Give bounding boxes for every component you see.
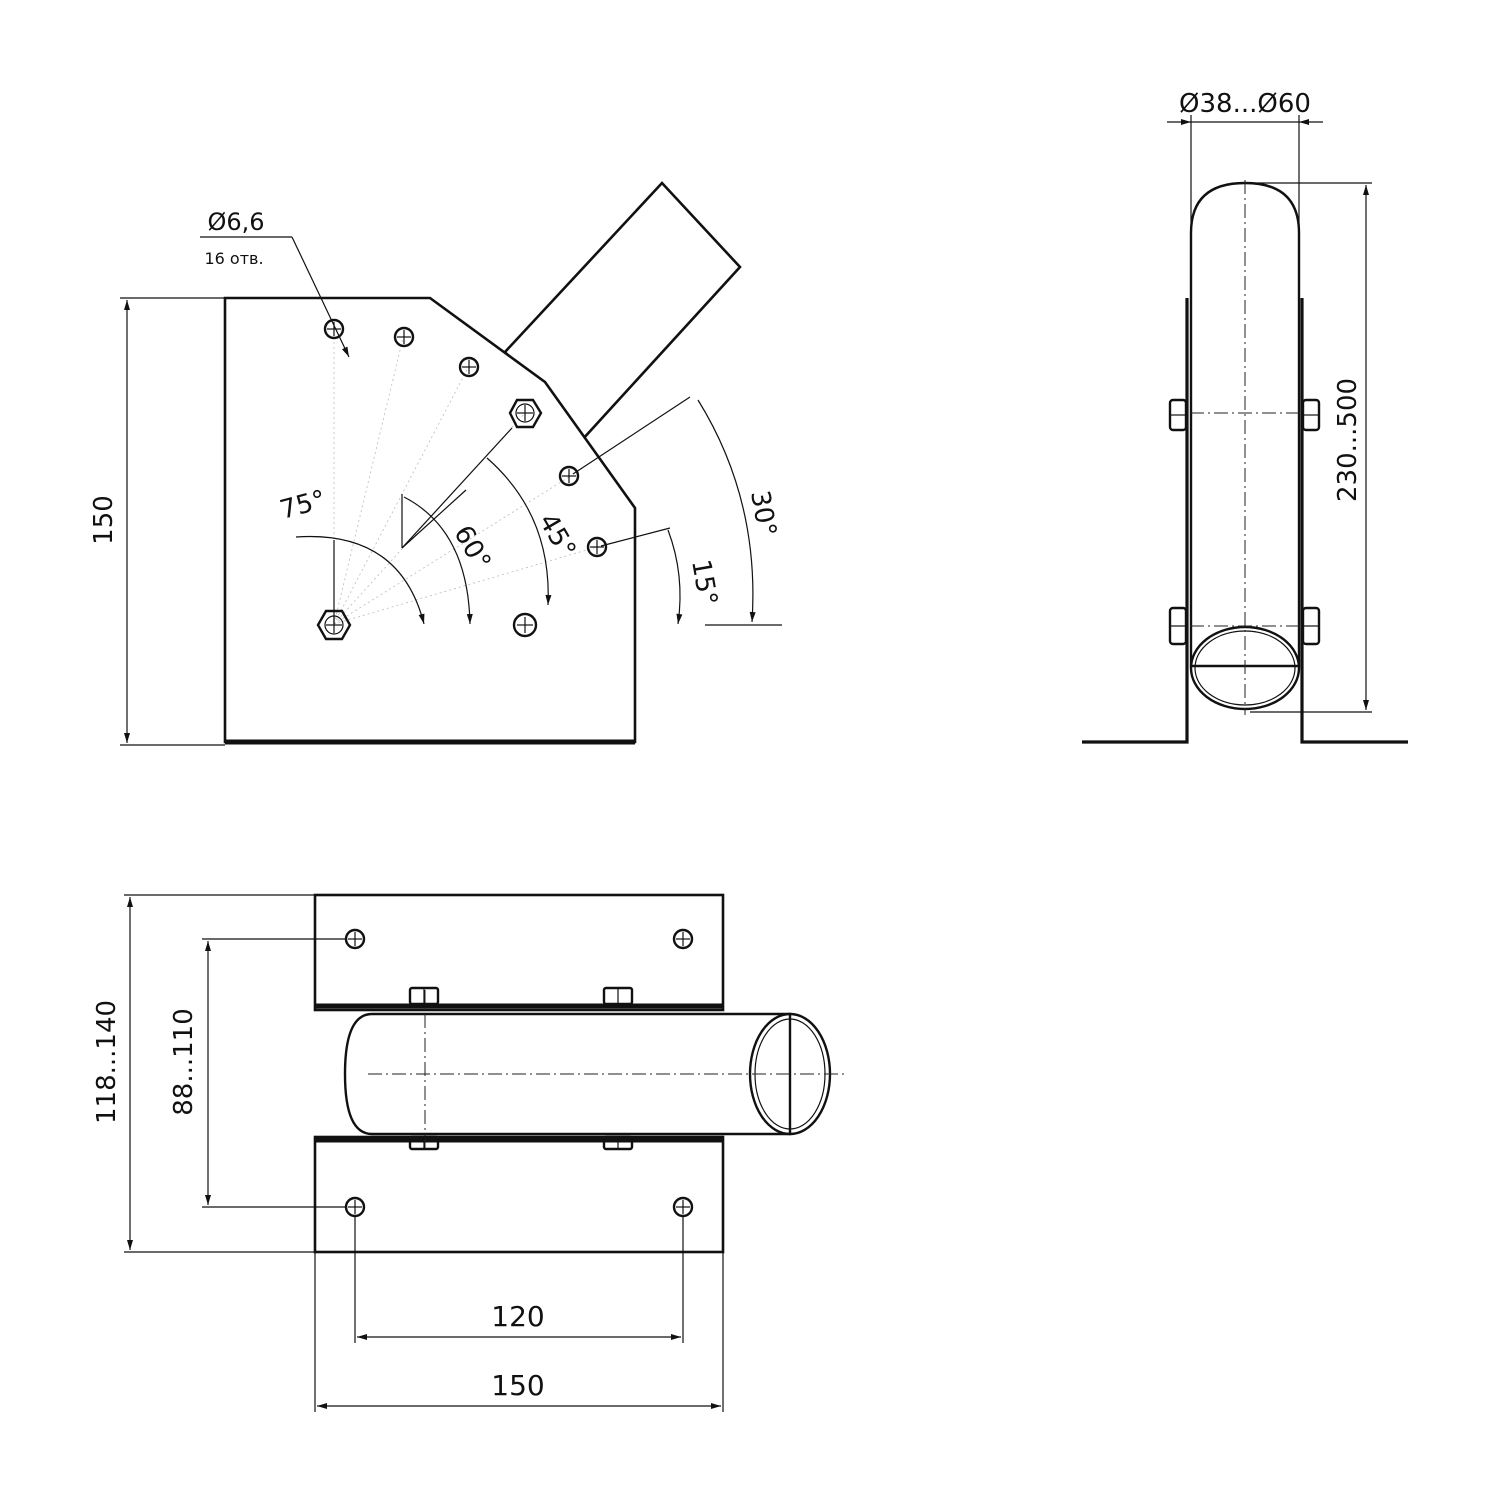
pipe-length-label: 230...500 xyxy=(1333,378,1363,502)
height-label: 150 xyxy=(89,495,119,545)
hole xyxy=(393,326,415,348)
pipe-length-dimension: 230...500 xyxy=(1250,182,1372,713)
bottom-plate xyxy=(313,1135,725,1254)
outer-width-dimension: 118...140 xyxy=(92,894,315,1253)
top-nut xyxy=(602,1135,634,1151)
hole-count-label: 16 отв. xyxy=(204,249,263,268)
side-nut xyxy=(1301,398,1321,432)
hole xyxy=(458,356,480,378)
angle-15-label: 15° xyxy=(685,557,723,608)
hole xyxy=(344,928,366,950)
mount-holes xyxy=(323,318,608,638)
hole xyxy=(323,318,345,340)
hole xyxy=(672,1196,694,1218)
top-nut xyxy=(602,986,634,1006)
plate-length-dimension: 150 xyxy=(314,1252,724,1412)
hole-dia-callout: Ø6,6 16 отв. xyxy=(200,208,350,358)
angle-30-label: 30° xyxy=(744,488,782,539)
side-nut xyxy=(1301,606,1321,646)
front-view: Ø6,6 16 отв. 150 75° 60° 45° xyxy=(89,181,782,746)
hole-spacing-dimension: 120 xyxy=(354,1216,684,1343)
inner-width-dimension: 88...110 xyxy=(169,938,346,1208)
pipe-dia-label: Ø38...Ø60 xyxy=(1179,89,1311,119)
hole xyxy=(344,1196,366,1218)
height-dimension: 150 xyxy=(89,297,225,746)
hole xyxy=(672,928,694,950)
top-plate xyxy=(313,893,725,1012)
hole-dia-label: Ø6,6 xyxy=(207,208,264,236)
inner-width-label: 88...110 xyxy=(169,1008,199,1116)
hole xyxy=(586,536,608,558)
top-nut xyxy=(408,986,440,1006)
top-view: 118...140 88...110 120 150 xyxy=(92,893,848,1412)
outer-width-label: 118...140 xyxy=(92,1000,122,1124)
side-nut xyxy=(1168,398,1188,432)
top-nut xyxy=(408,1135,440,1151)
right-plate xyxy=(1300,298,1408,744)
pipe-body-top xyxy=(343,1012,792,1136)
hole xyxy=(558,465,580,487)
plate-length-label: 150 xyxy=(491,1369,544,1402)
pipe-dia-dimension: Ø38...Ø60 xyxy=(1167,89,1323,233)
hole-spacing-label: 120 xyxy=(491,1300,544,1333)
hex-bolt xyxy=(508,398,543,429)
hex-bolt xyxy=(316,609,352,641)
left-plate xyxy=(1082,298,1189,744)
hole xyxy=(512,612,538,638)
side-nut xyxy=(1168,606,1188,646)
side-view: Ø38...Ø60 230...500 xyxy=(1082,89,1408,744)
